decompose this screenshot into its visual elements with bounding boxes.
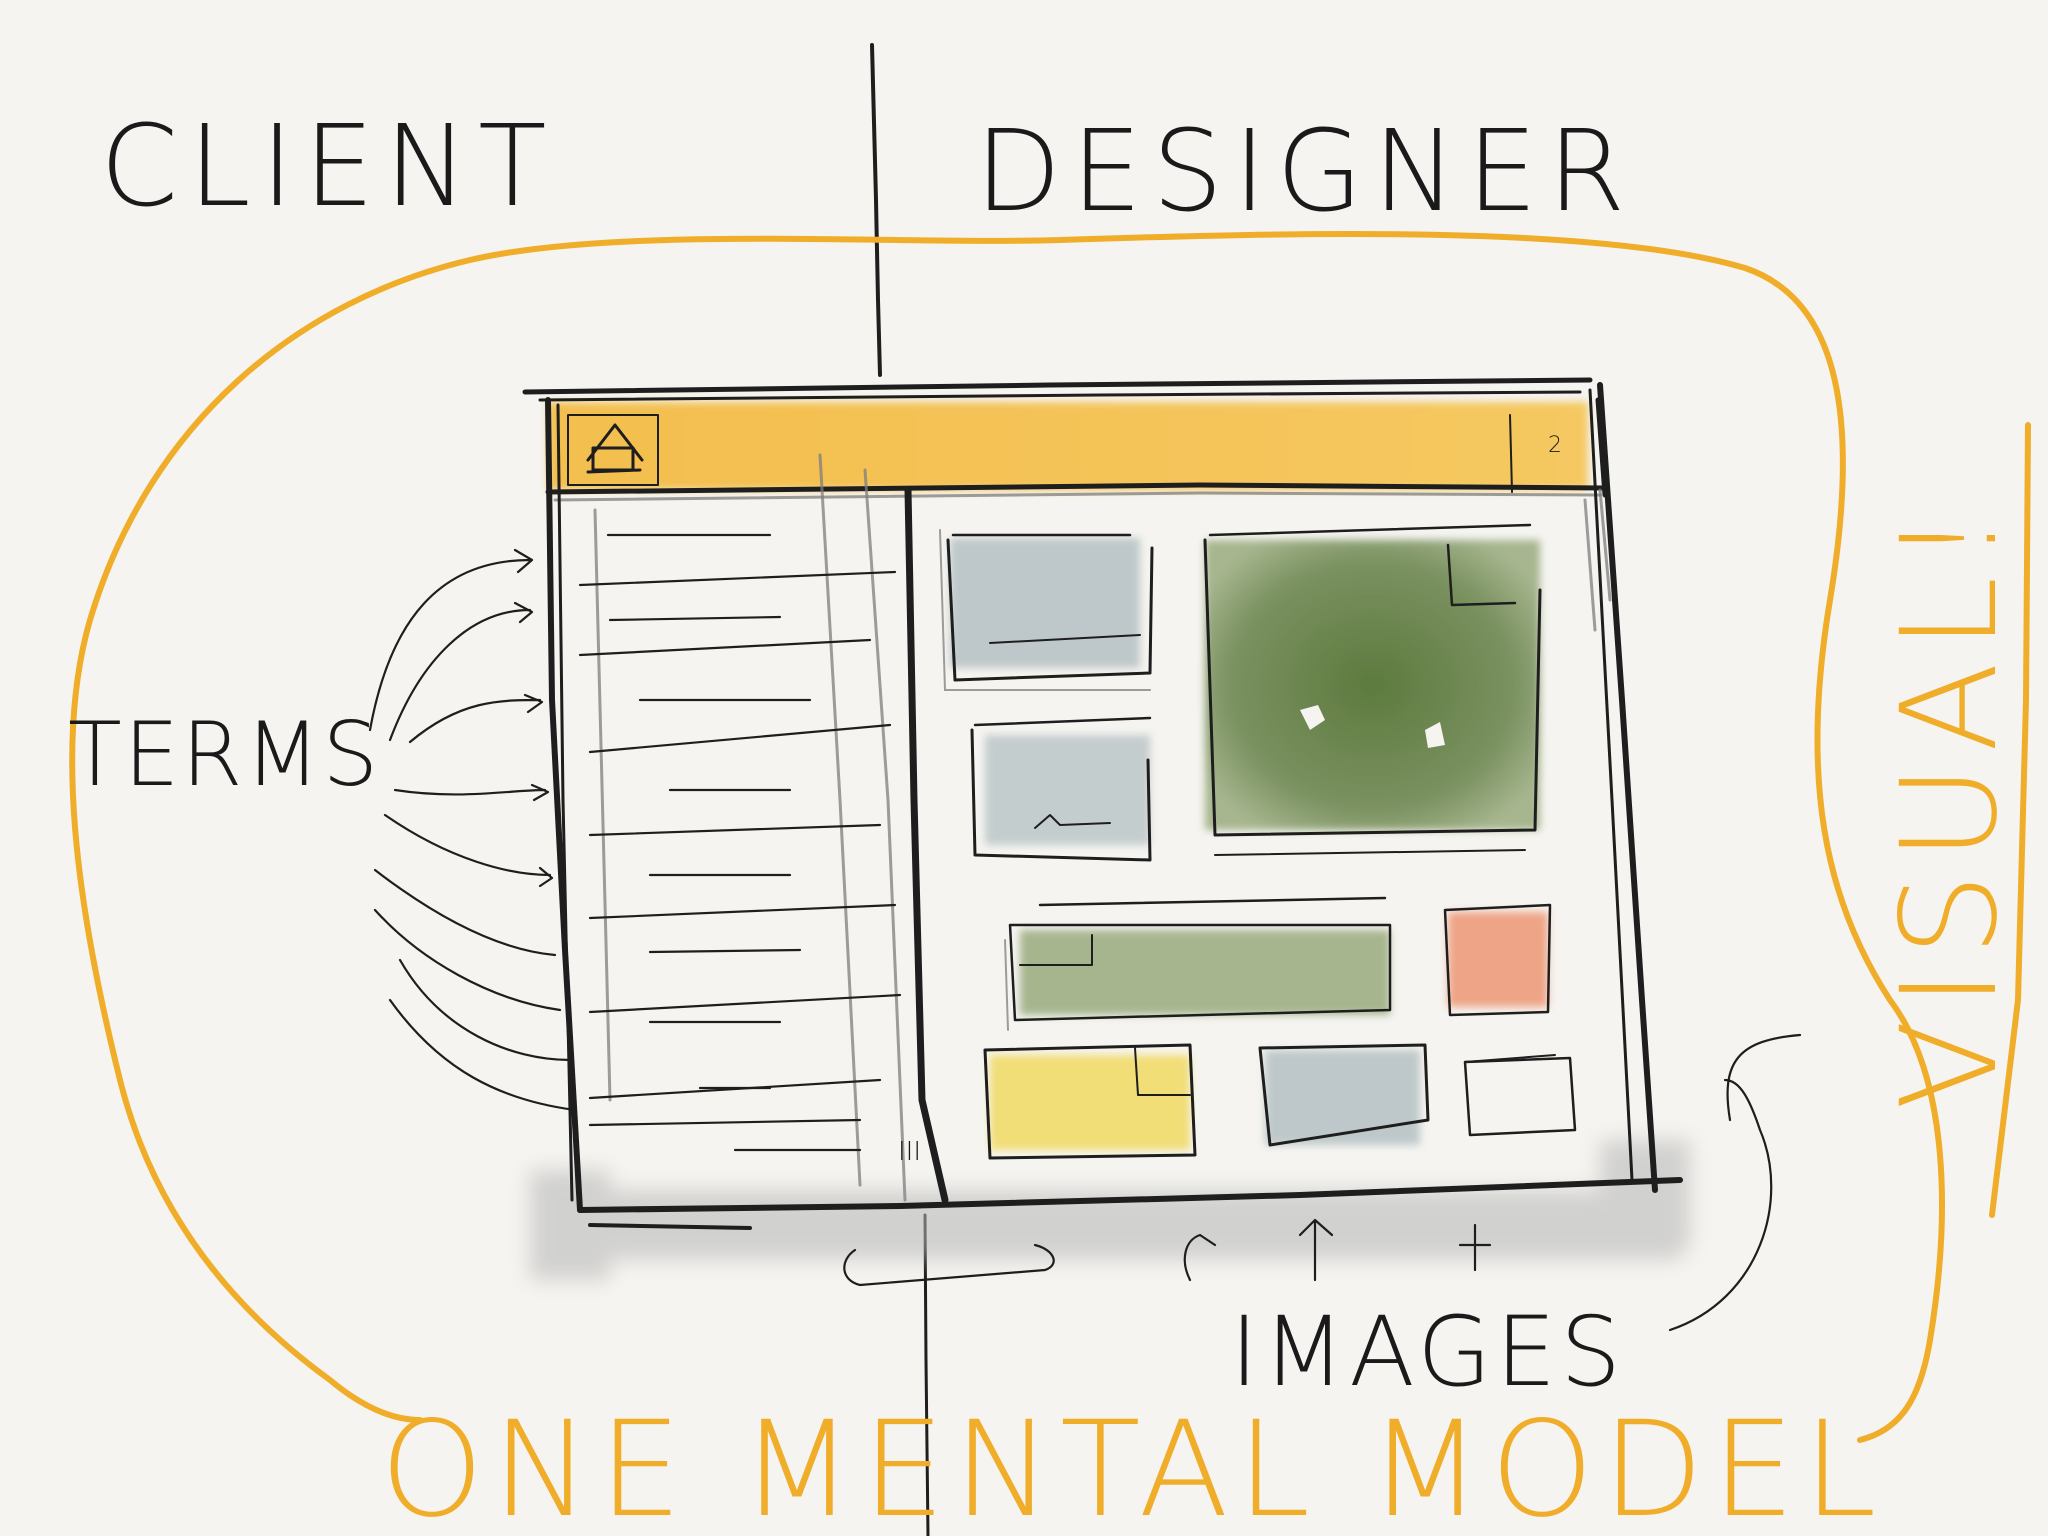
image-placeholder-small-1 <box>939 529 1154 691</box>
sidebar-list <box>578 533 902 1152</box>
home-icon[interactable] <box>567 414 659 486</box>
image-placeholder-empty <box>1463 1054 1577 1137</box>
sidebar-divider <box>904 486 949 1204</box>
mock-window: 2 III <box>522 377 1683 1230</box>
divider-line-lower <box>923 1213 930 1536</box>
terms-arrows <box>368 548 577 1112</box>
list-item[interactable] <box>578 570 897 587</box>
client-label: CLIENT <box>100 102 557 232</box>
list-item[interactable] <box>588 723 892 754</box>
visual-underline <box>1989 422 2031 1218</box>
image-placeholder-banner <box>1004 896 1392 1031</box>
one-mental-model-label: ONE MENTAL MODEL <box>380 1393 1885 1536</box>
list-item[interactable] <box>608 615 782 622</box>
image-placeholder-yellow <box>983 1043 1197 1160</box>
mental-model-outline <box>69 231 1945 1443</box>
scroll-marks: III <box>898 1137 921 1167</box>
list-item[interactable] <box>588 993 902 1014</box>
titlebar-number: 2 <box>1548 433 1562 458</box>
terms-label: TERMS <box>68 703 380 806</box>
image-placeholder-gray <box>1258 1043 1430 1147</box>
visual-label: VISUAL! <box>1873 500 2027 1110</box>
image-placeholder-small-2 <box>970 716 1152 862</box>
divider-line <box>870 43 882 377</box>
window-titlebar <box>548 402 1588 490</box>
image-placeholder-salmon <box>1443 903 1552 1017</box>
list-item[interactable] <box>588 823 882 837</box>
images-label: IMAGES <box>1230 1296 1625 1408</box>
list-item[interactable] <box>578 638 872 657</box>
list-item[interactable] <box>588 903 897 920</box>
images-arrows <box>843 1033 1802 1332</box>
image-placeholder-large-green <box>1203 523 1542 856</box>
list-item[interactable] <box>648 948 802 954</box>
list-item[interactable] <box>588 1118 862 1127</box>
designer-label: DESIGNER <box>975 107 1635 237</box>
